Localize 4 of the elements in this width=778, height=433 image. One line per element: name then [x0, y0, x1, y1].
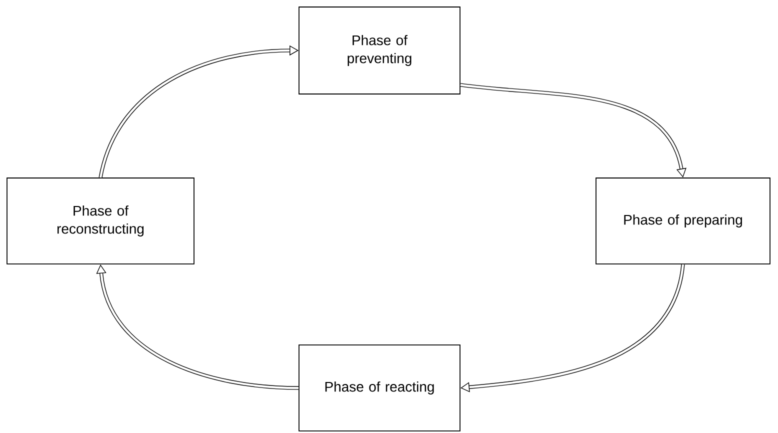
- phase-box: Phase of preparing: [596, 178, 770, 264]
- phase-box: Phase of reacting: [298, 344, 460, 432]
- phase-box: Phase of reconstructing: [6, 178, 194, 264]
- phase-box: Phase of preventing: [298, 6, 460, 94]
